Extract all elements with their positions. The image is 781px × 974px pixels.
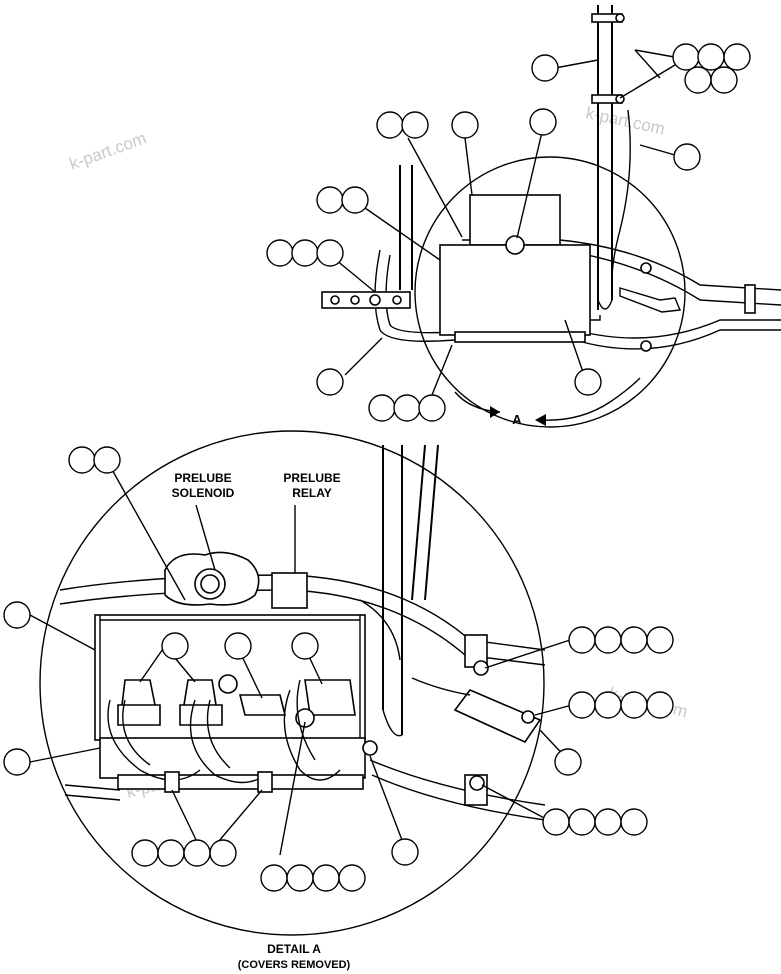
vertical-tube xyxy=(597,5,613,310)
upper-view: A xyxy=(266,5,781,428)
terminal-screw xyxy=(350,295,360,305)
connector-pin xyxy=(521,710,535,724)
terminal-strip xyxy=(321,291,411,309)
connector-plug xyxy=(619,287,682,313)
prelube-solenoid-label: SOLENOID xyxy=(172,486,235,500)
arrow-head xyxy=(535,414,546,426)
switch-block xyxy=(238,694,287,716)
arrow-head xyxy=(490,406,500,418)
box-tab xyxy=(462,239,601,321)
clamp-bolt xyxy=(469,775,485,791)
terminal-screw xyxy=(330,295,340,305)
harness-clamp xyxy=(744,284,756,314)
callout-bubble-group xyxy=(3,446,674,892)
box-base xyxy=(454,331,586,343)
arrow-from-detail xyxy=(539,377,641,421)
clamp-bolt xyxy=(473,660,489,676)
manifold-block xyxy=(99,737,366,779)
fitting xyxy=(295,708,315,728)
pressure-switch xyxy=(179,679,223,726)
prelube-relay-label: PRELUBE xyxy=(283,471,340,485)
wire-loop xyxy=(107,679,341,784)
clamp-bolt xyxy=(640,340,652,352)
tube-bend xyxy=(382,709,403,737)
prelube-solenoid-label: PRELUBE xyxy=(174,471,231,485)
relay-block xyxy=(304,679,356,716)
connector-wire xyxy=(411,677,471,696)
solenoid-fitting-inner xyxy=(200,574,220,594)
terminal-screw xyxy=(369,294,381,306)
clamp-bolt xyxy=(615,13,625,23)
detail-a-circle-upper xyxy=(414,156,686,428)
leader-line xyxy=(29,465,573,856)
wire-harness-right xyxy=(559,239,781,350)
ground-wire xyxy=(64,784,121,801)
clamp-bolt xyxy=(640,262,652,274)
fitting xyxy=(218,674,238,694)
side-hose xyxy=(611,109,631,281)
wire-tie xyxy=(257,771,273,793)
detail-subtitle: (COVERS REMOVED) xyxy=(238,959,351,971)
fitting xyxy=(505,235,525,255)
prelube-relay-label: RELAY xyxy=(292,486,332,500)
leader-line xyxy=(329,49,681,401)
fitting xyxy=(362,740,378,756)
vertical-tube-detail xyxy=(382,444,439,735)
prelube-box-upper xyxy=(439,244,591,336)
hose-loop xyxy=(374,249,456,342)
watermark: k-part.com xyxy=(67,128,149,173)
box-edge xyxy=(99,615,361,740)
detail-a-circle xyxy=(39,430,545,936)
detail-marker-label: A xyxy=(512,412,522,427)
prelube-relay xyxy=(271,572,308,609)
connector-plug-detail xyxy=(453,689,542,744)
detail-title: DETAIL A xyxy=(267,942,321,956)
tube-end xyxy=(597,299,613,310)
watermark: k-part.com xyxy=(584,103,666,138)
detail-a-view: PRELUBE SOLENOID PRELUBE RELAY xyxy=(3,430,674,936)
hose-upper-left xyxy=(399,165,413,290)
terminal-screw xyxy=(392,295,402,305)
wire-tie xyxy=(164,771,180,793)
callout-bubble-group xyxy=(266,43,751,422)
